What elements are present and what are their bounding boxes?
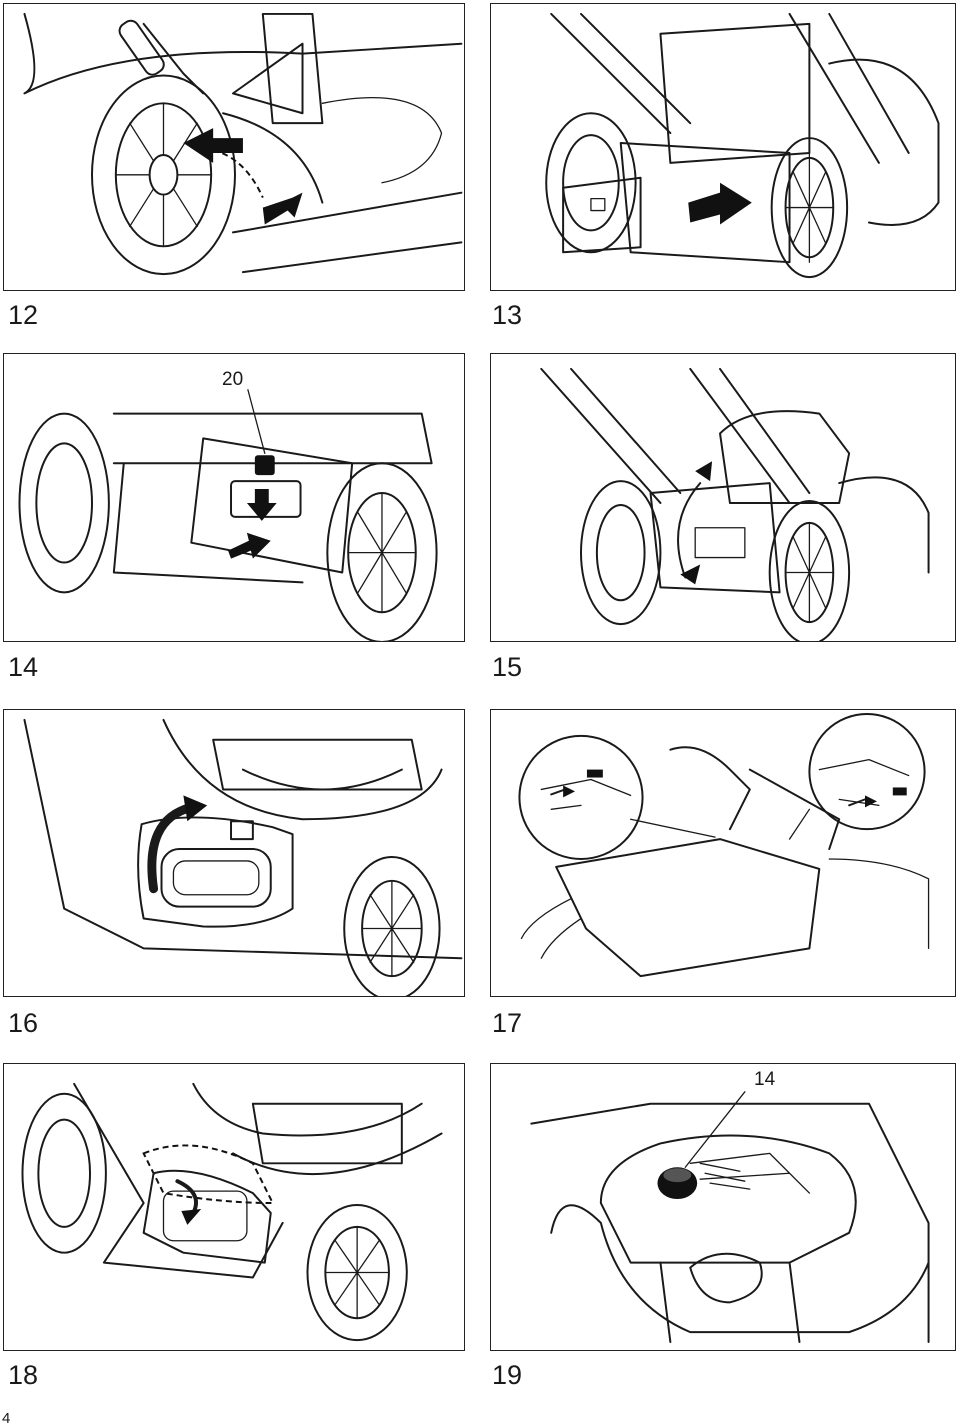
figure-number-19: 19	[492, 1360, 523, 1390]
callout-20: 20	[222, 369, 244, 390]
grass-box-cover-illustration	[18, 389, 438, 641]
callout-14: 14	[754, 1069, 776, 1090]
mulching-plug-illustration	[23, 718, 463, 996]
oil-filler-cap-illustration	[530, 1091, 930, 1344]
grass-box-removal-illustration	[540, 367, 930, 641]
figure-number-14: 14	[8, 652, 39, 682]
figure-18-panel	[3, 1063, 465, 1351]
figure-number-13: 13	[492, 300, 523, 330]
figure-17-panel	[490, 709, 956, 997]
figure-number-17: 17	[492, 1008, 523, 1038]
figure-15-panel	[490, 353, 956, 642]
side-discharge-chute-illustration	[518, 712, 930, 978]
figure-14-panel	[3, 353, 465, 642]
figure-12-panel	[3, 3, 465, 291]
height-adjust-lever-illustration	[23, 12, 463, 276]
discharge-flap-illustration	[21, 1082, 443, 1342]
figure-19-panel	[490, 1063, 956, 1351]
cutting-height-gauge-illustration	[545, 12, 940, 279]
figure-number-12: 12	[8, 300, 39, 330]
figure-number-18: 18	[8, 1360, 39, 1390]
figure-number-16: 16	[8, 1008, 39, 1038]
page-number: 4	[2, 1410, 11, 1427]
figure-13-panel	[490, 3, 956, 291]
figure-16-panel	[3, 709, 465, 997]
figure-number-15: 15	[492, 652, 523, 682]
